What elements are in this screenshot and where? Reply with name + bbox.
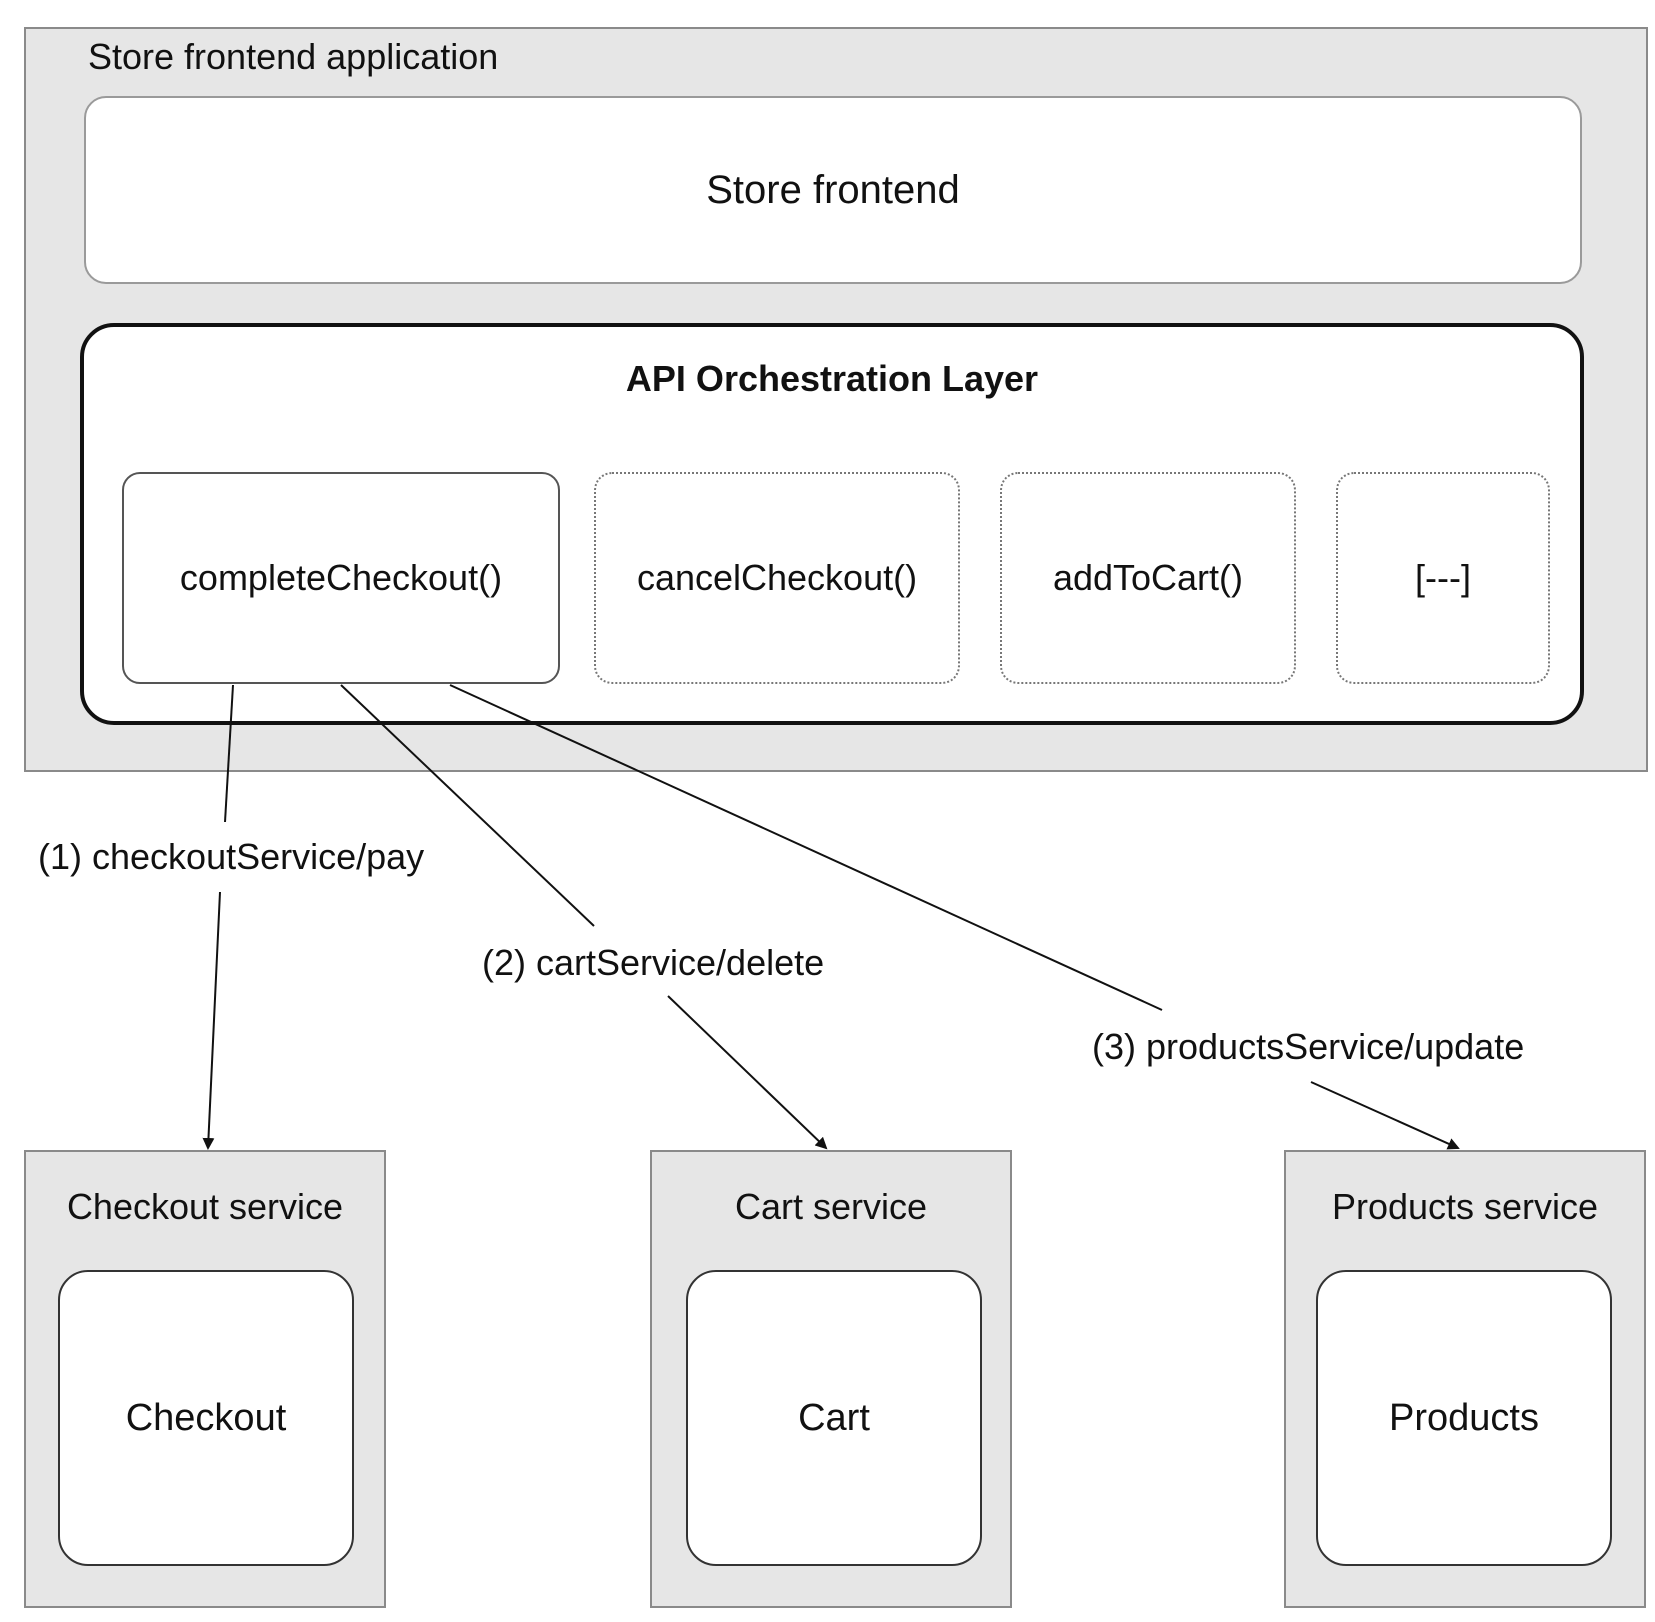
function-cancel-checkout: cancelCheckout() <box>594 472 960 684</box>
checkout-label: Checkout <box>125 1396 287 1439</box>
arrow-cart <box>667 995 828 1150</box>
store-frontend-application-title: Store frontend application <box>88 36 499 77</box>
arrow-segment-products-upper <box>449 684 1163 1011</box>
arrow-products <box>1310 1081 1460 1150</box>
call-label-checkout-pay: (1) checkoutService/pay <box>34 836 429 878</box>
arrow-segment-checkout-upper <box>224 684 234 823</box>
function-complete-checkout: completeCheckout() <box>122 472 560 684</box>
function-placeholder: [---] <box>1336 472 1550 684</box>
store-frontend-label: Store frontend <box>706 167 960 212</box>
function-label: [---] <box>1415 557 1471 598</box>
function-label: addToCart() <box>1052 557 1244 598</box>
function-label: cancelCheckout() <box>636 557 918 598</box>
products-box: Products <box>1316 1270 1612 1566</box>
api-orchestration-layer-title: API Orchestration Layer <box>625 358 1039 399</box>
function-add-to-cart: addToCart() <box>1000 472 1296 684</box>
checkout-box: Checkout <box>58 1270 354 1566</box>
cart-box: Cart <box>686 1270 982 1566</box>
arrow-checkout <box>202 891 221 1150</box>
function-label: completeCheckout() <box>179 557 503 598</box>
products-service-title: Products service <box>1331 1186 1599 1227</box>
arrow-segment-cart-upper <box>340 684 595 927</box>
cart-service-title: Cart service <box>734 1186 928 1227</box>
checkout-service-title: Checkout service <box>66 1186 344 1227</box>
cart-label: Cart <box>798 1396 870 1439</box>
products-label: Products <box>1389 1396 1539 1439</box>
call-label-products-update: (3) productsService/update <box>1088 1026 1529 1068</box>
store-frontend-box: Store frontend <box>84 96 1582 284</box>
call-label-cart-delete: (2) cartService/delete <box>478 942 829 984</box>
